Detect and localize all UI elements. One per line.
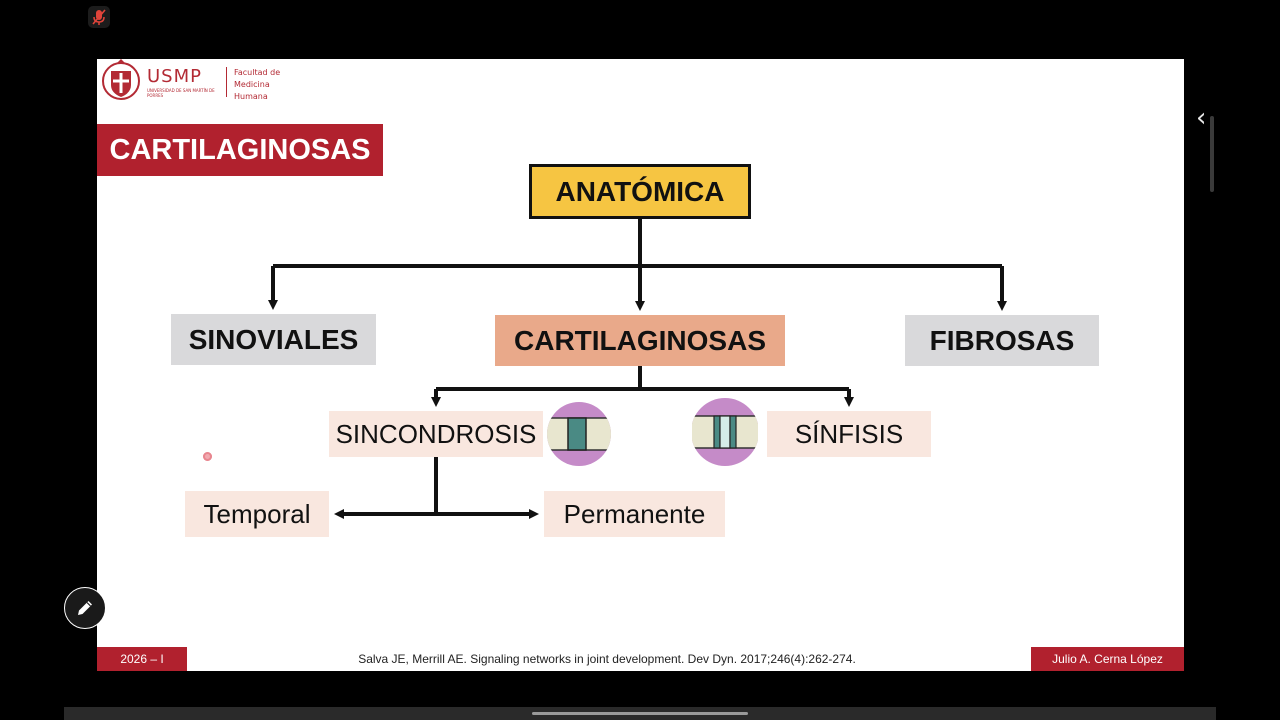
footer-author: Julio A. Cerna López: [1031, 647, 1184, 671]
chevron-left-icon: ‹: [1196, 103, 1207, 133]
logo-subtitle: UNIVERSIDAD DE SAN MARTÍN DE PORRES: [147, 88, 215, 98]
footer-year: 2026 – I: [97, 647, 187, 671]
footer-citation: Salva JE, Merrill AE. Signaling networks…: [358, 652, 856, 666]
node-permanente: Permanente: [544, 491, 725, 537]
side-panel-handle: [1210, 116, 1214, 192]
node-sincondrosis: SINCONDROSIS: [329, 411, 543, 457]
logo-faculty: Facultad de Medicina Humana: [234, 68, 281, 101]
node-anatomica: ANATÓMICA: [529, 164, 751, 219]
node-fibrosas: FIBROSAS: [905, 315, 1099, 366]
diagram-connectors: [268, 219, 1007, 519]
node-cartilaginosas: CARTILAGINOSAS: [495, 315, 785, 366]
node-temporal: Temporal: [185, 491, 329, 537]
node-sinoviales: SINOVIALES: [171, 314, 376, 365]
home-indicator[interactable]: [532, 712, 748, 715]
microphone-muted-icon[interactable]: [88, 6, 110, 28]
slide-title: CARTILAGINOSAS: [97, 124, 383, 176]
usmp-logo: USMP UNIVERSIDAD DE SAN MARTÍN DE PORRES…: [101, 59, 291, 105]
pencil-icon: [78, 601, 92, 615]
university-seal-icon: [102, 59, 140, 100]
sinfisis-joint-icon: [692, 398, 758, 466]
sincondrosis-joint-icon: [547, 402, 611, 466]
laser-pointer-dot: [203, 452, 212, 461]
node-sinfisis: SÍNFISIS: [767, 411, 931, 457]
logo-divider: [226, 67, 227, 97]
annotation-pen-button[interactable]: [64, 587, 106, 629]
presentation-slide: USMP UNIVERSIDAD DE SAN MARTÍN DE PORRES…: [97, 59, 1184, 671]
side-panel-toggle[interactable]: ‹: [1196, 104, 1216, 192]
logo-wordmark: USMP: [147, 66, 202, 87]
